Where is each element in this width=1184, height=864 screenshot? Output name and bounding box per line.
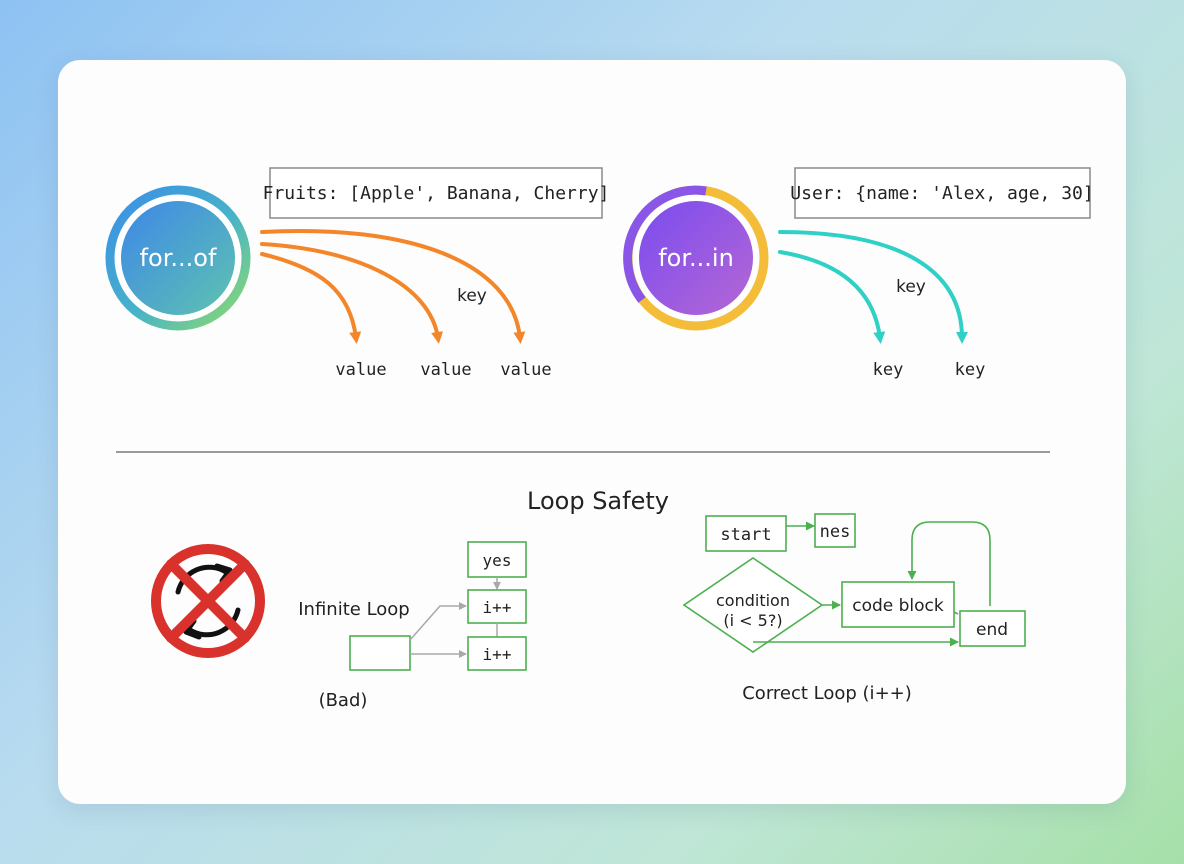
code-block-label: code block — [852, 596, 944, 616]
value-label-1: value — [335, 360, 386, 380]
increment-box-2 — [467, 636, 527, 671]
loop-safety-title: Loop Safety — [527, 487, 669, 515]
no-loop-icon — [151, 544, 265, 658]
for-in-arrows — [778, 230, 968, 344]
for-of-key-label: key — [457, 286, 487, 306]
for-of-badge: for...of — [105, 185, 251, 331]
start-box — [705, 515, 787, 552]
bad-label: (Bad) — [319, 690, 368, 711]
end-box-label: end — [976, 620, 1008, 640]
value-arrow-2 — [260, 242, 444, 344]
infinite-loop-label: Infinite Loop — [298, 599, 409, 620]
condition-label-line1: condition — [716, 591, 790, 610]
increment-box-1 — [467, 589, 527, 624]
for-in-key-label: key — [896, 277, 926, 297]
empty-box — [349, 635, 411, 671]
increment-box-2-label: i++ — [483, 645, 512, 664]
end-box — [959, 610, 1026, 647]
key-label-1: key — [873, 360, 904, 380]
key-arrow-1 — [778, 250, 886, 344]
correct-loop-flow: start nes condition (i < 5?) code block … — [682, 513, 1026, 653]
fruits-array-box: Fruits: [Apple', Banana, Cherry] — [263, 167, 610, 219]
user-object-label: User: {name: 'Alex, age, 30] — [790, 183, 1093, 204]
loop-back-arrow — [907, 521, 991, 606]
condition-diamond — [682, 557, 824, 653]
nes-box — [814, 513, 856, 548]
increment-box-1-label: i++ — [483, 598, 512, 617]
key-label-2: key — [955, 360, 986, 380]
infinite-loop-flow: yes i++ i++ — [349, 541, 527, 671]
value-arrow-3 — [260, 228, 526, 344]
for-of-arrows — [260, 228, 526, 344]
value-label-2: value — [420, 360, 471, 380]
nes-box-label: nes — [820, 522, 851, 542]
condition-label-line2: (i < 5?) — [723, 611, 782, 630]
fruits-array-label: Fruits: [Apple', Banana, Cherry] — [263, 183, 610, 204]
value-arrow-1 — [260, 252, 362, 344]
user-object-box: User: {name: 'Alex, age, 30] — [790, 167, 1094, 219]
for-of-badge-label: for...of — [140, 244, 217, 272]
correct-loop-label: Correct Loop (i++) — [742, 683, 912, 704]
value-label-3: value — [500, 360, 551, 380]
for-in-badge: for...in — [623, 185, 769, 331]
yes-box-label: yes — [483, 551, 512, 570]
code-block-box — [841, 581, 955, 628]
start-box-label: start — [720, 525, 771, 545]
for-in-badge-label: for...in — [658, 244, 734, 272]
key-arrow-2 — [778, 230, 968, 344]
